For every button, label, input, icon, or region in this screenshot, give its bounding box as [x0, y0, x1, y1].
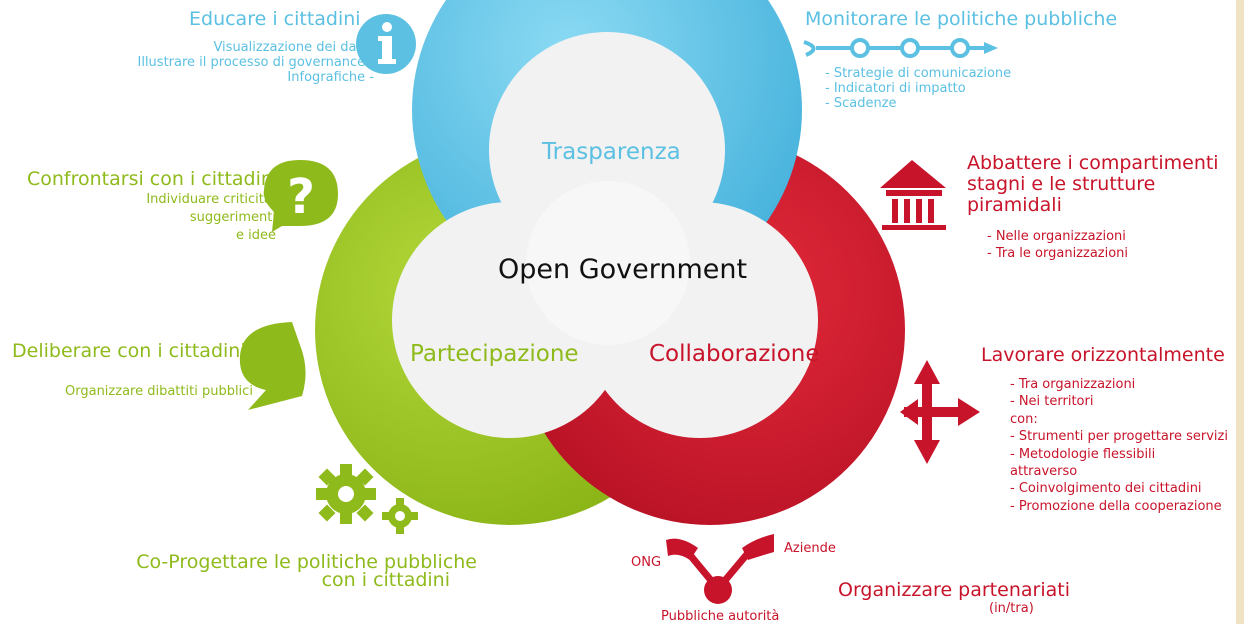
network-icon	[666, 534, 774, 604]
codesign-title: Co-Progettare le politiche pubbliche con…	[136, 551, 477, 591]
horizontal-item: attraverso	[1010, 464, 1078, 480]
deliberate-item: Organizzare dibattiti pubblici	[65, 384, 253, 399]
horizontal-list: - Tra organizzazioni - Nei territori con…	[1010, 376, 1228, 515]
silos-title: Abbattere i compartimenti stagni e le st…	[967, 153, 1219, 216]
educate-title: Educare i cittadini	[189, 8, 361, 30]
partnerships-subtitle: (in/tra)	[989, 601, 1034, 616]
ngo-label: ONG	[631, 555, 662, 570]
horizontal-item: - Coinvolgimento dei cittadini	[1010, 481, 1202, 497]
monitor-list: - Strategie di comunicazione - Indicator…	[825, 66, 1011, 111]
collaboration-label: Collaborazione	[649, 341, 820, 367]
silos-list: - Nelle organizzazioni - Tra le organizz…	[987, 228, 1128, 262]
monitor-item: - Strategie di comunicazione	[825, 66, 1012, 81]
deliberate-title: Deliberare con i cittadini	[12, 340, 246, 362]
confront-item: Individuare criticità,	[146, 192, 276, 207]
gears-icon	[316, 464, 418, 534]
authorities-label: Pubbliche autorità	[661, 609, 780, 624]
confront-item: e idee	[236, 228, 276, 243]
monitor-item: - Scadenze	[825, 96, 897, 111]
confront-title: Confrontarsi con i cittadini	[27, 168, 279, 190]
monitor-title: Monitorare le politiche pubbliche	[805, 8, 1118, 30]
participation-label: Partecipazione	[410, 341, 579, 367]
educate-item: Illustrare il processo di governance -	[137, 55, 375, 70]
info-icon	[356, 14, 416, 74]
silos-item: - Nelle organizzazioni	[987, 229, 1126, 244]
monitor-item: - Indicatori di impatto	[825, 81, 966, 96]
codesign-title-line: con i cittadini	[321, 569, 450, 591]
question-icon: ?	[263, 160, 338, 232]
partnerships-title: Organizzare partenariati	[838, 579, 1070, 601]
four-arrows-icon	[900, 360, 980, 464]
horizontal-item: - Promozione della cooperazione	[1010, 498, 1222, 514]
silos-item: - Tra le organizzazioni	[987, 246, 1129, 261]
educate-item: Visualizzazione dei dati -	[213, 40, 374, 55]
horizontal-item: - Tra organizzazioni	[1010, 377, 1136, 392]
timeline-icon	[803, 38, 998, 58]
svg-text:?: ?	[287, 169, 315, 225]
institution-icon	[880, 160, 946, 230]
silos-title-line: stagni e le strutture	[967, 173, 1156, 195]
educate-list: Visualizzazione dei dati - Illustrare il…	[138, 40, 375, 85]
horizontal-item: - Metodologie flessibili	[1010, 446, 1156, 462]
page-edge	[1236, 0, 1244, 624]
silos-title-line: Abbattere i compartimenti	[967, 152, 1219, 174]
horizontal-item: - Nei territori	[1010, 394, 1094, 410]
horizontal-title: Lavorare orizzontalmente	[981, 344, 1225, 366]
educate-item: Infografiche -	[287, 70, 374, 85]
open-government-title: Open Government	[498, 254, 748, 285]
confront-list: Individuare criticità, suggerimenti e id…	[146, 191, 276, 245]
transparency-label: Trasparenza	[542, 139, 681, 165]
speech-bubble-icon	[239, 322, 306, 410]
horizontal-item: - Strumenti per progettare servizi	[1010, 429, 1228, 445]
center-circle	[526, 181, 690, 345]
companies-label: Aziende	[784, 541, 836, 556]
confront-item: suggerimenti	[189, 210, 276, 225]
codesign-title-line: Co-Progettare le politiche pubbliche	[136, 551, 477, 573]
silos-title-line: piramidali	[967, 194, 1062, 216]
horizontal-item: con:	[1010, 411, 1038, 427]
